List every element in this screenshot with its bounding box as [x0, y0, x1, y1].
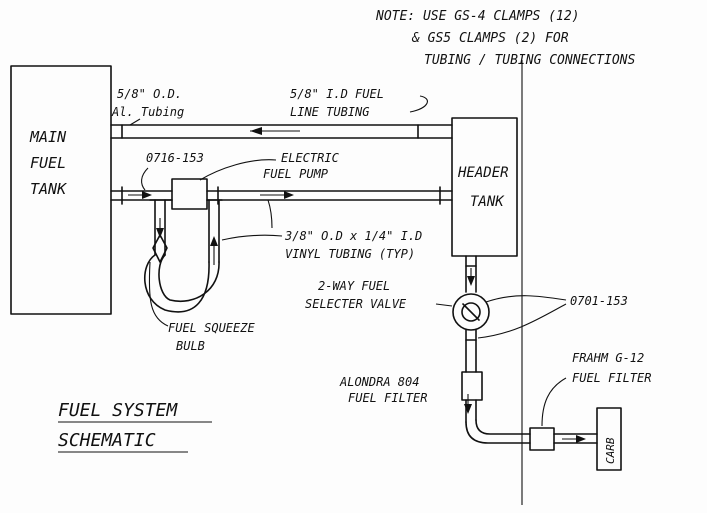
bulb-label-2: BULB: [176, 339, 205, 353]
header-tank-label-1: HEADER: [457, 165, 509, 181]
main-tank-label-2: FUEL: [30, 154, 66, 172]
main-tank-label-3: TANK: [30, 180, 67, 198]
header-outlet-line: [465, 255, 477, 293]
squeeze-bulb-loop: [143, 199, 223, 313]
return-tubing: [110, 124, 453, 139]
fuel-line-label-1: 5/8" I.D FUEL: [290, 87, 384, 101]
selector-leader: [435, 303, 453, 307]
frahm-fuel-filter: [529, 427, 555, 451]
vinyl-leader: [221, 234, 283, 241]
vinyl-label-1: 3/8" O.D x 1/4" I.D: [284, 229, 422, 243]
al-tubing-label-1: 5/8" O.D.: [117, 87, 182, 101]
frahm-label-2: FUEL FILTER: [572, 371, 651, 385]
selector-label-1: 2-WAY FUEL: [318, 279, 390, 293]
pump-outlet-line: [206, 186, 453, 205]
vinyl-label-2: VINYL TUBING (TYP): [285, 247, 415, 261]
fuel-line-label-2: LINE TUBING: [290, 105, 369, 119]
part-0716-leader: [141, 167, 149, 191]
carb-inlet-line: [553, 433, 598, 444]
al-tubing-leader: [129, 118, 141, 126]
pump-leader: [199, 159, 277, 181]
pump-label-1: ELECTRIC: [281, 151, 340, 165]
pump-label-2: FUEL PUMP: [263, 167, 329, 181]
header-tank-label-2: TANK: [470, 194, 505, 210]
main-fuel-tank: [10, 65, 112, 315]
part-0701-label: 0701-153: [570, 294, 628, 308]
alondra-label-1: ALONDRA 804: [339, 375, 419, 389]
al-tubing-label-2: Al. Tubing: [111, 105, 184, 119]
carb-feed-line: [464, 394, 531, 444]
part-0701-leader-1: [485, 295, 567, 303]
squeeze-bulb: [152, 234, 168, 263]
header-tank: [451, 117, 518, 257]
title-line-2: SCHEMATIC: [58, 430, 156, 451]
bulb-label-1: FUEL SQUEEZE: [168, 321, 255, 335]
note-line-2: & GS5 CLAMPS (2) FOR: [411, 31, 569, 46]
alondra-label-2: FUEL FILTER: [348, 391, 427, 405]
frahm-label-1: FRAHM G-12: [572, 351, 644, 365]
carburetor: [596, 407, 622, 471]
selector-label-2: SELECTER VALVE: [305, 297, 407, 311]
vinyl-leader-2: [267, 199, 273, 229]
main-tank-label-1: MAIN: [29, 128, 67, 146]
note-line-1: NOTE: USE GS-4 CLAMPS (12): [375, 9, 580, 24]
part-0716-label: 0716-153: [146, 151, 204, 165]
note-line-3: TUBING / TUBING CONNECTIONS: [424, 53, 635, 68]
alondra-fuel-filter: [461, 371, 483, 401]
fuel-selector-valve: [452, 293, 490, 331]
valve-outlet-line: [465, 329, 477, 373]
fuel-line-leader: [409, 95, 428, 113]
bulb-leader: [148, 261, 169, 327]
pump-inlet-line: [110, 186, 173, 205]
title-line-1: FUEL SYSTEM: [58, 400, 178, 421]
carb-label: CARB: [604, 437, 617, 464]
part-0701-leader-2: [477, 303, 567, 339]
frahm-leader: [541, 377, 567, 427]
electric-fuel-pump: [171, 178, 208, 210]
